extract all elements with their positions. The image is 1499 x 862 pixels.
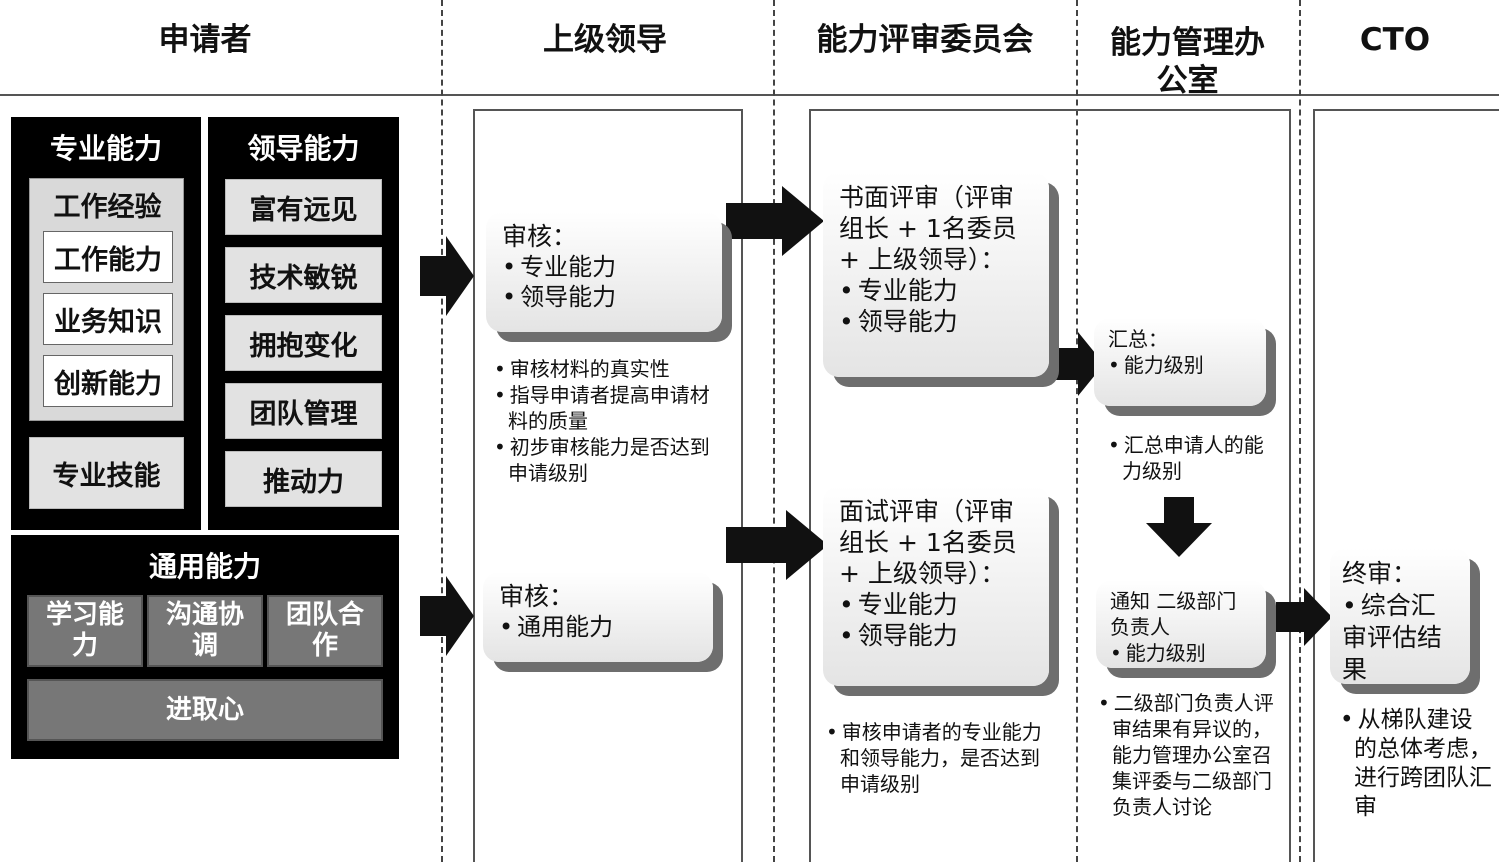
lane-title-supervisor: 上级领导 [543, 22, 667, 58]
leadership-item: 技术敏锐 [225, 247, 382, 303]
note-item: 汇总申请人的能力级别 [1108, 432, 1268, 484]
general-panel: 通用能力 学习能力 沟通协调 团队合作 进取心 [11, 535, 399, 759]
leadership-item: 推动力 [225, 451, 382, 507]
card-bullet: 能力级别 [1110, 640, 1252, 666]
note-item: 审核申请者的专业能力和领导能力，是否达到申请级别 [826, 719, 1046, 797]
leadership-panel: 领导能力 富有远见 技术敏锐 拥抱变化 团队管理 推动力 [208, 117, 399, 530]
arrow-down-icon [1146, 497, 1212, 557]
card-title: 通知 二级部门负责人 [1110, 589, 1237, 639]
lane-title-office: 能力管理办公室 [1110, 25, 1265, 99]
note-item: 二级部门负责人评审结果有异议的，能力管理办公室召集评委与二级部门负责人讨论 [1098, 690, 1276, 820]
lane-title-cto: CTO [1359, 22, 1431, 58]
business-knowledge-box: 业务知识 [43, 293, 173, 345]
arrow-right-icon [420, 576, 474, 656]
notify-card: 通知 二级部门负责人 能力级别 [1096, 580, 1266, 668]
note-item: 指导申请者提高申请材料的质量 [494, 382, 714, 434]
summary-notes: 汇总申请人的能力级别 [1108, 432, 1268, 484]
general-item: 团队合作 [267, 595, 383, 667]
lane-separator [773, 0, 775, 862]
innovation-box: 创新能力 [43, 355, 173, 407]
work-ability-box: 工作能力 [43, 231, 173, 283]
card-title: 面试评审（评审组长 + 1名委员 + 上级领导）： [839, 497, 1017, 588]
card-bullet: 领导能力 [839, 306, 1033, 337]
supervisor-notes: 审核材料的真实性 指导申请者提高申请材料的质量 初步审核能力是否达到申请级别 [494, 356, 714, 486]
card-bullet: 专业能力 [839, 275, 1033, 306]
written-review-card: 书面评审（评审组长 + 1名委员 + 上级领导）： 专业能力 领导能力 [823, 172, 1049, 377]
note-item: 审核材料的真实性 [494, 356, 714, 382]
interview-review-card: 面试评审（评审组长 + 1名委员 + 上级领导）： 专业能力 领导能力 [823, 486, 1049, 686]
leadership-item: 拥抱变化 [225, 315, 382, 371]
card-title: 终审： [1342, 559, 1418, 588]
arrow-right-icon [1050, 332, 1104, 396]
header-divider [0, 94, 1499, 96]
arrow-right-icon [420, 236, 474, 316]
lane-title-committee: 能力评审委员会 [816, 22, 1034, 58]
arrow-right-icon [726, 510, 828, 580]
motivation-box: 进取心 [27, 679, 383, 741]
supervisor-review-card-1: 审核： 专业能力 领导能力 [486, 212, 722, 332]
committee-notes: 审核申请者的专业能力和领导能力，是否达到申请级别 [826, 719, 1046, 797]
card-bullet: 领导能力 [839, 620, 1033, 651]
leadership-item: 团队管理 [225, 383, 382, 439]
leadership-title: 领导能力 [247, 132, 360, 165]
lane-box-committee-office [809, 109, 1291, 862]
card-bullet: 综合汇审评估结果 [1342, 590, 1458, 686]
general-title: 通用能力 [148, 550, 261, 583]
lane-separator [441, 0, 443, 862]
professional-title: 专业能力 [49, 132, 162, 165]
note-item: 初步审核能力是否达到申请级别 [494, 434, 714, 486]
card-bullet: 领导能力 [502, 282, 706, 312]
card-title: 书面评审（评审组长 + 1名委员 + 上级领导）： [839, 183, 1017, 274]
card-title: 审核： [502, 222, 578, 251]
general-item: 沟通协调 [147, 595, 263, 667]
summary-card: 汇总： 能力级别 [1094, 318, 1266, 406]
professional-panel: 专业能力 工作经验 工作能力 业务知识 创新能力 专业技能 [11, 117, 201, 530]
final-review-card: 终审： 综合汇审评估结果 [1330, 548, 1470, 684]
card-bullet: 专业能力 [502, 252, 706, 282]
card-bullet: 专业能力 [839, 589, 1033, 620]
lane-separator [1299, 0, 1301, 862]
work-experience-box: 工作经验 工作能力 业务知识 创新能力 [29, 178, 184, 421]
card-title: 汇总： [1108, 327, 1168, 351]
note-item: 从梯队建设的总体考虑，进行跨团队汇审 [1340, 706, 1495, 822]
card-bullet: 通用能力 [499, 612, 697, 642]
lane-separator [1076, 0, 1078, 862]
cto-notes: 从梯队建设的总体考虑，进行跨团队汇审 [1340, 706, 1495, 822]
lane-box-cto [1313, 109, 1499, 862]
supervisor-review-card-2: 审核： 通用能力 [483, 572, 713, 662]
lane-title-applicant: 申请者 [158, 22, 252, 58]
general-item: 学习能力 [27, 595, 143, 667]
leadership-item: 富有远见 [225, 179, 382, 235]
office-notes: 二级部门负责人评审结果有异议的，能力管理办公室召集评委与二级部门负责人讨论 [1098, 690, 1276, 820]
lane-box-supervisor [473, 109, 743, 862]
arrow-right-icon [1276, 588, 1332, 646]
arrow-right-icon [726, 186, 824, 256]
card-title: 审核： [499, 582, 575, 611]
card-bullet: 能力级别 [1108, 352, 1252, 378]
professional-skill-box: 专业技能 [29, 437, 184, 509]
work-experience-label: 工作经验 [53, 192, 162, 223]
